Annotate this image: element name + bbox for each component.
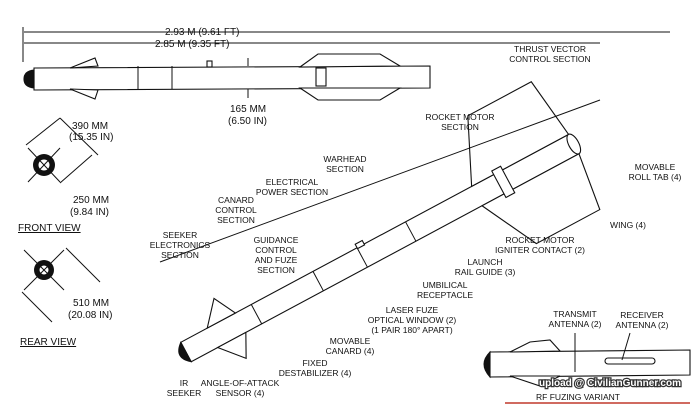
label-ir-seeker: IR bbox=[180, 378, 189, 388]
label-fixed-destabilizer: FIXED bbox=[302, 358, 327, 368]
label-umbilical: UMBILICAL bbox=[423, 280, 468, 290]
label-rocket-motor-section: ROCKET MOTOR bbox=[425, 112, 494, 122]
label-ir-seeker-2: SEEKER bbox=[167, 388, 202, 398]
label-movable-canard: MOVABLE bbox=[330, 336, 371, 346]
front-span-in-label: (15.35 IN) bbox=[69, 132, 113, 143]
overall-length-label: 2.93 M (9.61 FT) bbox=[165, 27, 239, 38]
label-thrust-vector: THRUST VECTOR bbox=[514, 44, 586, 54]
label-movable-canard-2: CANARD (4) bbox=[326, 346, 375, 356]
label-electrical: ELECTRICAL bbox=[266, 177, 319, 187]
label-electrical-2: POWER SECTION bbox=[256, 187, 328, 197]
label-laser-fuze-2: OPTICAL WINDOW (2) bbox=[368, 315, 457, 325]
rear-view: 510 MM (20.08 IN) REAR VIEW bbox=[20, 247, 112, 348]
label-rocket-motor-section-2: SECTION bbox=[441, 122, 479, 132]
canard-span-mm-label: 250 MM bbox=[73, 195, 109, 206]
label-canard-control-2: CONTROL bbox=[215, 205, 257, 215]
diameter-in-label: (6.50 IN) bbox=[228, 116, 267, 127]
main-missile bbox=[178, 81, 601, 363]
label-igniter: ROCKET MOTOR bbox=[505, 235, 574, 245]
label-launch-rail-2: RAIL GUIDE (3) bbox=[455, 267, 516, 277]
front-view: 390 MM (15.35 IN) 250 MM (9.84 IN) FRONT… bbox=[18, 117, 113, 234]
label-laser-fuze: LASER FUZE bbox=[386, 305, 439, 315]
front-view-title: FRONT VIEW bbox=[18, 223, 81, 234]
watermark: upload @ CivilianGunner.com bbox=[539, 378, 681, 389]
label-aoa-sensor: ANGLE-OF-ATTACK bbox=[201, 378, 280, 388]
label-guidance-2: CONTROL bbox=[255, 245, 297, 255]
label-fixed-destabilizer-2: DESTABILIZER (4) bbox=[279, 368, 352, 378]
label-igniter-2: IGNITER CONTACT (2) bbox=[495, 245, 585, 255]
label-transmit-antenna-2: ANTENNA (2) bbox=[549, 319, 602, 329]
label-roll-tab: MOVABLE bbox=[635, 162, 676, 172]
label-wing: WING (4) bbox=[610, 220, 646, 230]
front-span-mm-label: 390 MM bbox=[72, 121, 108, 132]
label-canard-control: CANARD bbox=[218, 195, 254, 205]
label-seeker-electronics-3: SECTION bbox=[161, 250, 199, 260]
label-thrust-vector-2: CONTROL SECTION bbox=[509, 54, 590, 64]
label-transmit-antenna: TRANSMIT bbox=[553, 309, 596, 319]
rear-span-mm-label: 510 MM bbox=[73, 298, 109, 309]
label-warhead-2: SECTION bbox=[326, 164, 364, 174]
label-canard-control-3: SECTION bbox=[217, 215, 255, 225]
rear-view-title: REAR VIEW bbox=[20, 337, 77, 348]
label-rf-variant: RF FUZING VARIANT bbox=[536, 392, 620, 402]
callout-labels: THRUST VECTOR CONTROL SECTION ROCKET MOT… bbox=[150, 44, 682, 398]
label-guidance: GUIDANCE bbox=[254, 235, 299, 245]
diameter-mm-label: 165 MM bbox=[230, 104, 266, 115]
label-laser-fuze-3: (1 PAIR 180° APART) bbox=[371, 325, 453, 335]
label-seeker-electronics: SEEKER bbox=[163, 230, 198, 240]
label-receiver-antenna: RECEIVER bbox=[620, 310, 663, 320]
label-seeker-electronics-2: ELECTRONICS bbox=[150, 240, 211, 250]
rear-span-in-label: (20.08 IN) bbox=[68, 310, 112, 321]
body-length-label: 2.85 M (9.35 FT) bbox=[155, 39, 229, 50]
label-receiver-antenna-2: ANTENNA (2) bbox=[616, 320, 669, 330]
label-warhead: WARHEAD bbox=[323, 154, 366, 164]
label-roll-tab-2: ROLL TAB (4) bbox=[629, 172, 682, 182]
label-guidance-4: SECTION bbox=[257, 265, 295, 275]
label-aoa-sensor-2: SENSOR (4) bbox=[216, 388, 265, 398]
side-view-missile: 2.93 M (9.61 FT) 2.85 M (9.35 FT) 165 MM… bbox=[22, 27, 670, 127]
canard-span-in-label: (9.84 IN) bbox=[70, 207, 109, 218]
label-guidance-3: AND FUZE bbox=[255, 255, 298, 265]
label-umbilical-2: RECEPTACLE bbox=[417, 290, 473, 300]
label-launch-rail: LAUNCH bbox=[468, 257, 503, 267]
rf-variant-inset: TRANSMIT ANTENNA (2) RECEIVER ANTENNA (2… bbox=[483, 309, 691, 404]
